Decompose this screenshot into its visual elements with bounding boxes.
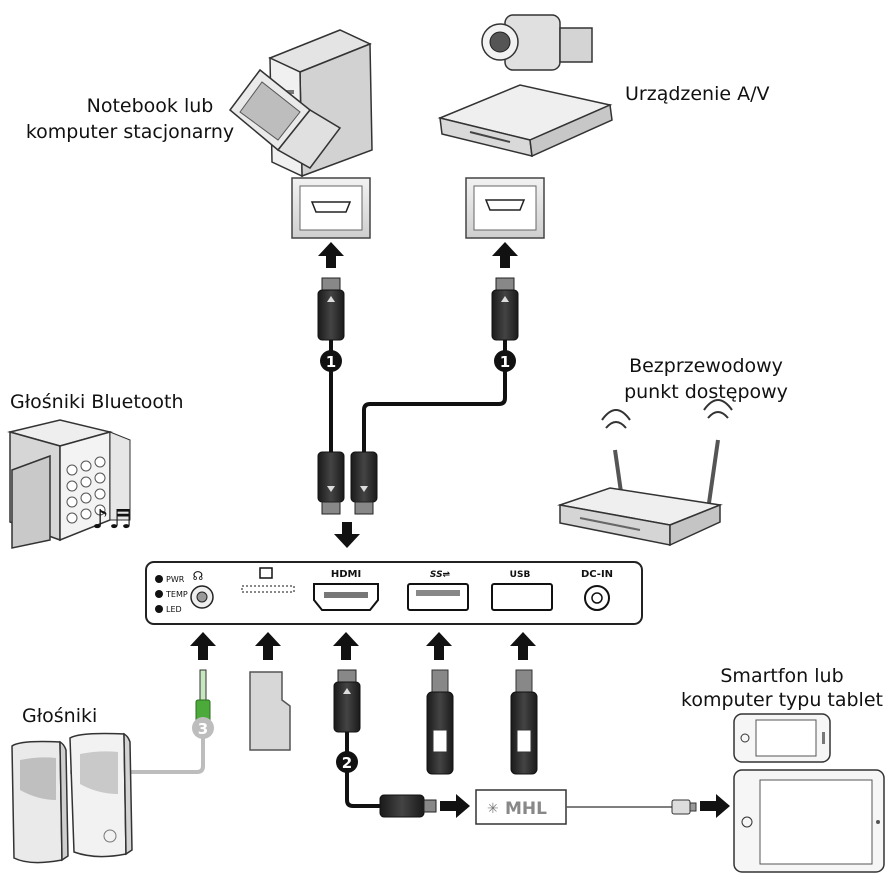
audio-cable [70,736,205,774]
svg-text:1: 1 [500,353,510,371]
usb3-port [407,583,469,611]
headphone-icon: ☊ [193,569,204,583]
ap-label-line2: punkt dostępowy [624,381,788,403]
cable-badge-1: 1 1 [320,350,516,372]
speakers-label: Głośniki [22,705,97,727]
computer-hdmi-port-box [291,177,371,239]
arrow-right-icon [700,794,730,818]
bluetooth-speaker-icon [7,419,131,549]
bt-speakers-label: Głośniki Bluetooth [10,391,184,413]
av-device-icon [437,14,613,158]
computer-label-line1: Notebook lub [87,95,214,117]
computer-icon [228,29,373,178]
mhl-hdmi-connector-icon [333,669,361,733]
speakers-icon [11,732,133,864]
hdmi-port-label: HDMI [331,569,361,580]
svg-text:3: 3 [198,720,208,738]
mhl-logo-text: MHL [505,799,547,819]
arrow-right-icon [440,794,470,818]
arrow-down-icon [334,522,360,548]
tablet-icon [733,769,885,873]
hdmi-connector-icon [317,277,519,341]
av-hdmi-port-box [465,177,545,239]
smart-label-line1: Smartfon lub [720,665,843,687]
dcin-port-label: DC-IN [581,569,613,580]
smart-label-line2: komputer typu tablet [681,689,883,711]
projector-io-panel: PWR TEMP LED ☊ HDMI SS⇌ USB DC-IN [145,561,643,625]
temp-led-label: TEMP [165,590,188,599]
wireless-router-icon [557,399,733,547]
svg-text:2: 2 [342,754,352,772]
arrow-up-icon [190,632,536,660]
microsd-slot [241,585,295,593]
computer-label-line2: komputer stacjonarny [26,121,234,143]
mhl-star-icon: ✳ [487,801,499,817]
pwr-led-label: PWR [166,575,185,584]
hdmi-connector-pair-icon [317,451,378,515]
microsd-card-icon [249,671,291,751]
led-label: LED [166,605,182,614]
usb3-icon: SS⇌ [430,570,451,580]
usb-port [491,583,553,611]
mhl-adapter-icon: ✳ MHL [475,789,567,825]
usb-port-label: USB [510,570,531,580]
sd-card-icon [259,567,273,579]
music-notes-icon: ♪♬ [92,505,132,535]
usb-flash-drive-icon [426,669,538,775]
svg-text:1: 1 [326,353,336,371]
arrow-up-icon [318,242,518,268]
micro-usb-connector-icon [379,794,437,818]
smartphone-icon [733,713,831,763]
hdmi-cable [329,340,507,452]
av-device-label: Urządzenie A/V [625,83,770,105]
mhl-cable [345,732,380,808]
cable-badge-3: 3 [192,717,214,739]
ap-label-line1: Bezprzewodowy [629,355,783,377]
cable-badge-2: 2 [336,751,358,773]
micro-usb-plug-icon [671,799,697,815]
